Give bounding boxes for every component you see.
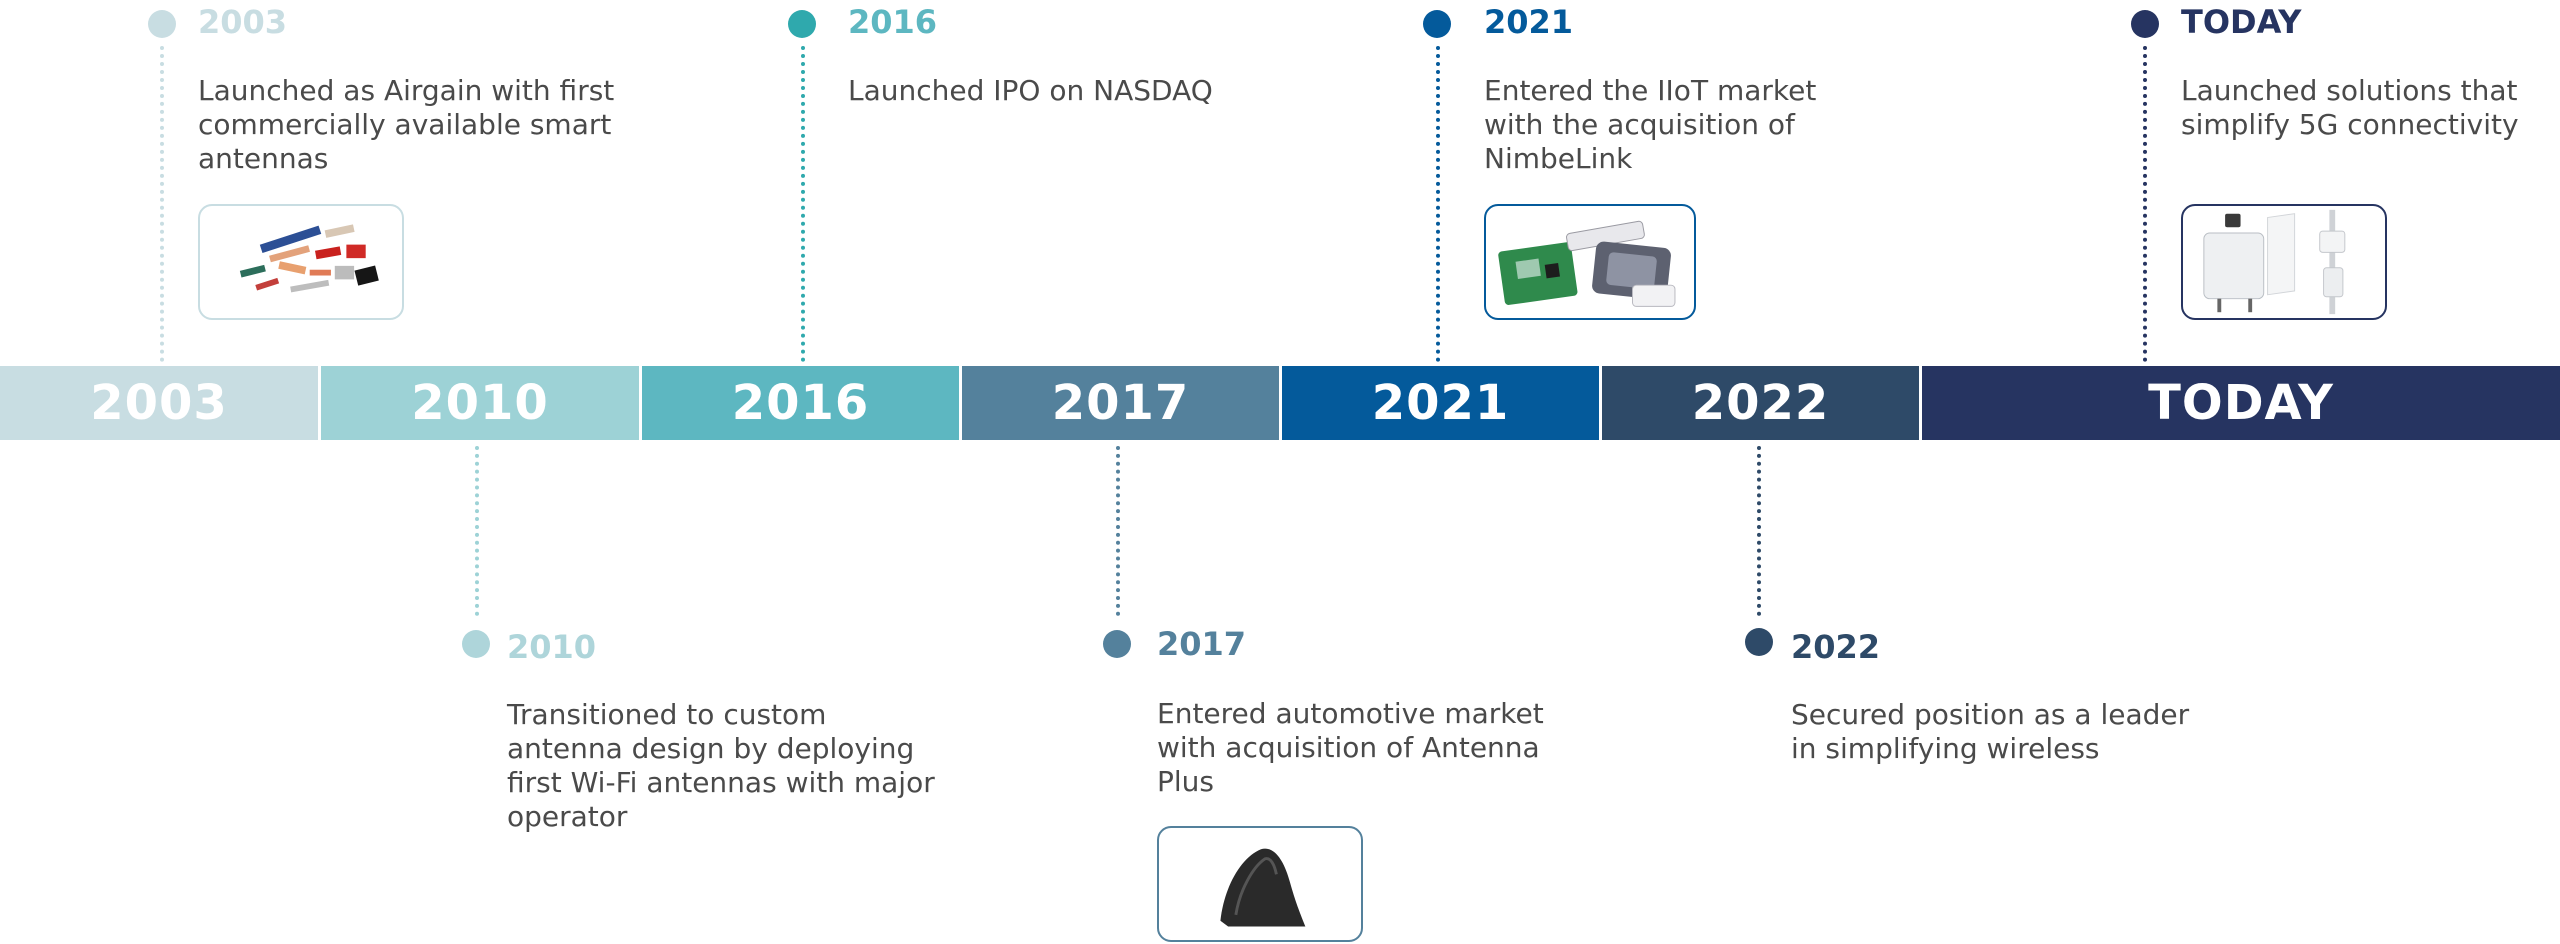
connector-2016 [801, 46, 805, 362]
connector-2021 [1436, 46, 1440, 362]
connector-today [2143, 46, 2147, 362]
marker-2022 [1745, 628, 1773, 656]
segment-2021: 2021 [1282, 366, 1599, 440]
iiot-modules-image [1484, 204, 1696, 320]
event-year-2022: 2022 [1791, 628, 1881, 666]
timeline-bar: 2003 2010 2016 2017 2021 2022 TODAY [0, 366, 2560, 440]
shark-fin-antenna-image [1157, 826, 1363, 942]
connector-2022 [1757, 446, 1761, 616]
event-text-2016: Launched IPO on NASDAQ [848, 74, 1213, 107]
segment-2003: 2003 [0, 366, 318, 440]
marker-2010 [462, 630, 490, 658]
segment-2016: 2016 [642, 366, 959, 440]
connector-2010 [475, 446, 479, 616]
event-text-today: Launched solutions that simplify 5G conn… [2181, 74, 2519, 141]
connector-2003 [160, 46, 164, 362]
event-year-today: TODAY [2181, 3, 2302, 41]
marker-2017 [1103, 630, 1131, 658]
event-year-2003: 2003 [198, 3, 288, 41]
segment-2010: 2010 [321, 366, 639, 440]
event-text-2017: Entered automotive market with acquisiti… [1157, 697, 1544, 798]
marker-2021 [1423, 10, 1451, 38]
event-text-2021: Entered the IIoT market with the acquisi… [1484, 74, 1817, 175]
segment-2017: 2017 [962, 366, 1279, 440]
event-year-2010: 2010 [507, 628, 597, 666]
event-year-2016: 2016 [848, 3, 938, 41]
antenna-components-image [198, 204, 404, 320]
event-year-2021: 2021 [1484, 3, 1574, 41]
connector-2017 [1116, 446, 1120, 616]
marker-2003 [148, 10, 176, 38]
event-text-2010: Transitioned to custom antenna design by… [507, 698, 935, 833]
5g-repeater-image [2181, 204, 2387, 320]
event-text-2022: Secured position as a leader in simplify… [1791, 698, 2190, 765]
event-year-2017: 2017 [1157, 625, 1247, 663]
segment-2022: 2022 [1602, 366, 1919, 440]
marker-today [2131, 10, 2159, 38]
event-text-2003: Launched as Airgain with first commercia… [198, 74, 615, 175]
segment-today: TODAY [1922, 366, 2560, 440]
marker-2016 [788, 10, 816, 38]
